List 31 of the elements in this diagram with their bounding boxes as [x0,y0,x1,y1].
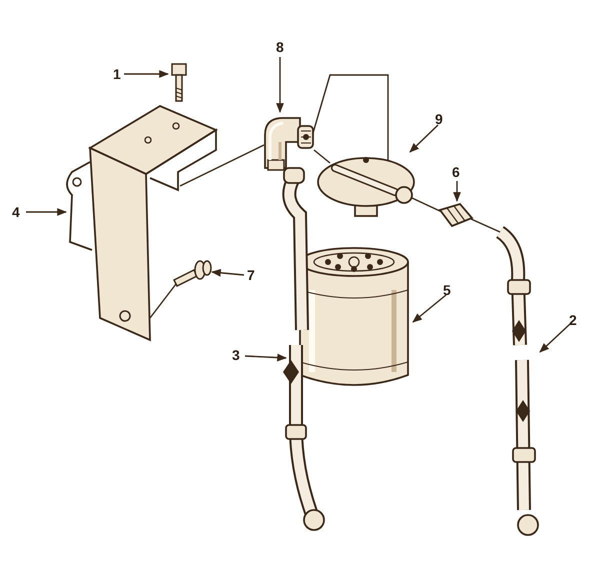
callout-number: 3 [232,347,240,363]
callout-number: 8 [276,39,284,55]
assembly-line [314,149,330,164]
leader-arrow [539,323,570,353]
callout-number: 5 [443,282,451,298]
callout-number: 7 [247,267,255,283]
hose-drawing [282,167,325,531]
assembly-line [149,284,177,318]
leader-arrow [26,208,67,216]
assembly-line [312,74,389,160]
leader-arrow [244,354,287,362]
leader-arrow [211,268,244,277]
filter-head-drawing [317,157,415,217]
callout-number: 1 [113,66,121,82]
assembly-line [470,218,500,233]
leader-arrow [412,294,446,323]
assembly-line [412,197,442,213]
mounting-bracket-drawing [66,105,218,342]
connector-drawing [438,202,474,228]
leader-arrow [124,70,169,78]
elbow-fitting-drawing [264,117,314,171]
callout-number: 6 [452,164,460,180]
assembly-line [180,144,264,187]
callout-number: 4 [12,204,20,220]
leader-arrow [276,57,284,113]
callout-number: 2 [569,312,577,328]
bolt-drawing [171,63,187,102]
leader-arrow [453,181,461,202]
filter-cartridge-drawing [299,247,409,386]
callout-number: 9 [435,111,443,127]
leader-arrow [409,124,438,153]
